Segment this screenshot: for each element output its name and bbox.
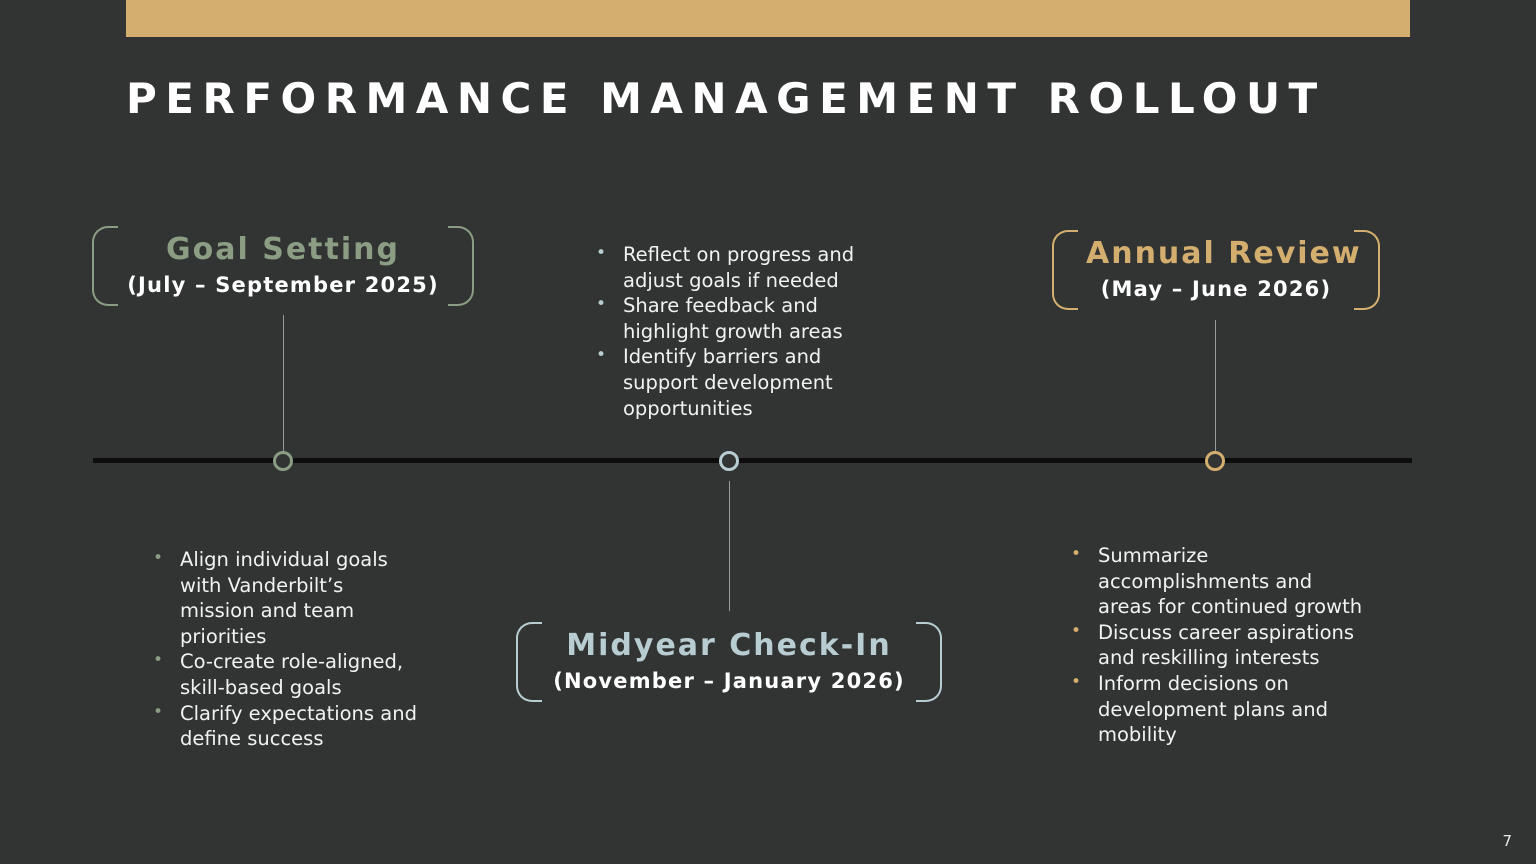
- phase-name-midyear-check-in: Midyear Check-In: [566, 628, 892, 663]
- bracket-left-icon: [516, 622, 542, 702]
- connector-line-goal-setting: [283, 315, 284, 451]
- bullet-list-goal-setting: Align individual goals with Vanderbilt’s…: [150, 546, 418, 752]
- phase-name-goal-setting: Goal Setting: [166, 232, 400, 267]
- page-number: 7: [1502, 832, 1512, 850]
- phase-range-annual-review: (May – June 2026): [1100, 277, 1332, 301]
- timeline-node-goal-setting: [273, 451, 293, 471]
- top-accent-bar: [126, 0, 1410, 37]
- phase-name-annual-review: Annual Review: [1086, 236, 1362, 271]
- list-item: Co-create role-aligned, skill-based goal…: [150, 648, 418, 700]
- bracket-right-icon: [448, 226, 474, 306]
- bullet-list-midyear-check-in: Reflect on progress and adjust goals if …: [593, 241, 855, 421]
- phase-label-midyear-check-in: Midyear Check-In (November – January 202…: [516, 622, 942, 702]
- bracket-left-icon: [1052, 230, 1078, 310]
- phase-range-goal-setting: (July – September 2025): [127, 273, 439, 297]
- timeline-node-midyear-check-in: [719, 451, 739, 471]
- list-item: Clarify expectations and define success: [150, 700, 418, 752]
- bracket-right-icon: [1354, 230, 1380, 310]
- list-item: Share feedback and highlight growth area…: [593, 292, 855, 344]
- list-item: Inform decisions on development plans an…: [1068, 670, 1368, 748]
- bracket-right-icon: [916, 622, 942, 702]
- list-item: Identify barriers and support developmen…: [593, 343, 855, 421]
- phase-label-goal-setting: Goal Setting (July – September 2025): [92, 226, 474, 306]
- connector-line-annual-review: [1215, 320, 1216, 451]
- timeline-axis: [93, 458, 1412, 463]
- list-item: Summarize accomplishments and areas for …: [1068, 542, 1368, 620]
- timeline-node-annual-review: [1205, 451, 1225, 471]
- page-title: PERFORMANCE MANAGEMENT ROLLOUT: [126, 74, 1326, 123]
- list-item: Reflect on progress and adjust goals if …: [593, 241, 855, 293]
- phase-label-annual-review: Annual Review (May – June 2026): [1052, 230, 1380, 310]
- list-item: Align individual goals with Vanderbilt’s…: [150, 546, 418, 649]
- list-item: Discuss career aspirations and reskillin…: [1068, 619, 1368, 671]
- bracket-left-icon: [92, 226, 118, 306]
- bullet-list-annual-review: Summarize accomplishments and areas for …: [1068, 542, 1368, 748]
- phase-range-midyear-check-in: (November – January 2026): [553, 669, 905, 693]
- connector-line-midyear-check-in: [729, 481, 730, 611]
